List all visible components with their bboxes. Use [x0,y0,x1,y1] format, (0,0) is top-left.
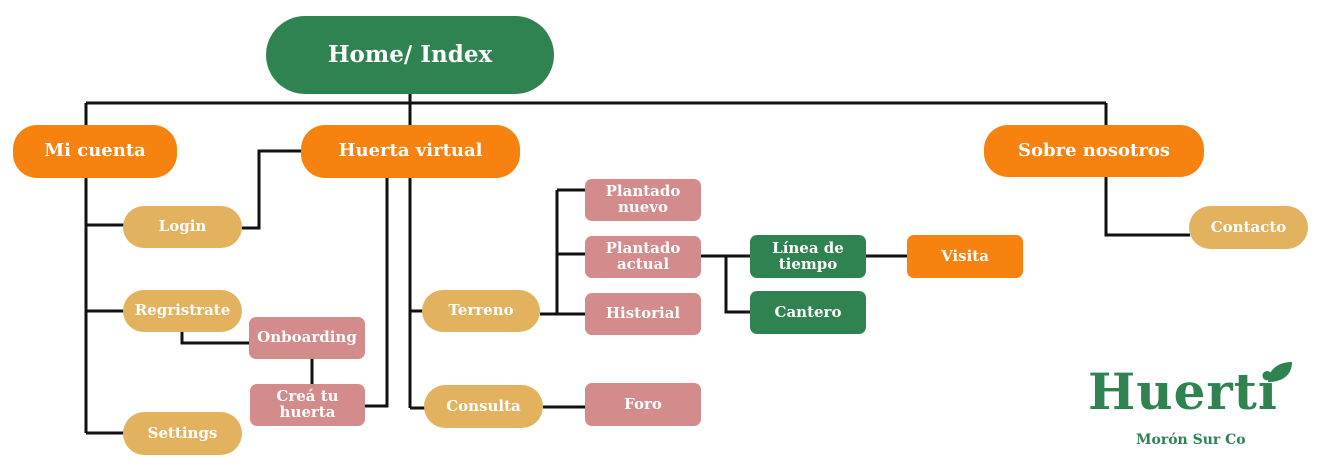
mi-cuenta-node: Mi cuenta [13,125,177,178]
settings-node: Settings [123,412,242,455]
crea-tu-huerta-node: Creá tu huerta [250,384,365,426]
plantado-actual-node: Plantado actual [585,236,701,278]
connector-line [242,149,302,230]
sobre-nosotros-node: Sobre nosotros [984,125,1204,177]
connector-line [365,163,389,408]
logo-wordmark: Huerti [1088,362,1278,421]
plantado-nuevo-node: Plantado nuevo [585,179,701,221]
connector-line [180,332,250,345]
linea-de-tiempo-node: Línea de tiempo [750,235,866,278]
visita-node: Visita [907,235,1023,278]
consulta-node: Consulta [424,385,543,428]
connector-line [724,256,751,314]
foro-node: Foro [585,383,701,426]
logo-subtitle: Morón Sur Co [1136,432,1246,448]
home-index-node: Home/ Index [266,16,554,94]
leaf-icon [1268,362,1292,382]
connector-line [1104,176,1190,237]
terreno-node: Terreno [422,290,540,332]
huerta-virtual-node: Huerta virtual [301,125,520,178]
onboarding-node: Onboarding [249,317,365,359]
registrate-node: Regristrate [123,290,242,332]
cantero-node: Cantero [750,291,866,334]
historial-node: Historial [585,293,701,335]
contacto-node: Contacto [1189,206,1308,249]
login-node: Login [123,206,242,248]
huerti-logo: Huerti Morón Sur Co [1088,358,1303,458]
